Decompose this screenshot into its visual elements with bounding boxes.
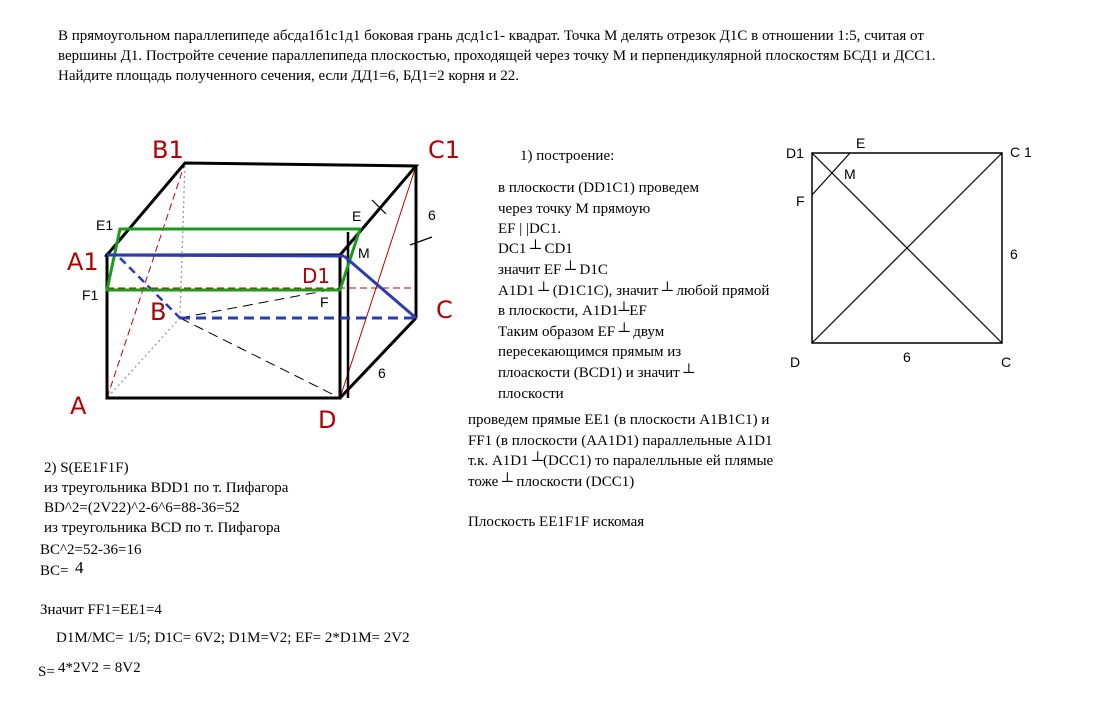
vertex-label-B: B — [150, 298, 167, 326]
segment-EF — [811, 152, 851, 196]
solution-line: 2) S(EE1F1F) — [44, 460, 129, 476]
parallelepiped-diagram — [103, 161, 433, 400]
line-A1M-blue — [106, 253, 345, 258]
construction-line: в плоскости, A1D1┴EF — [498, 303, 647, 319]
problem-statement: В прямоугольном параллепипеде абсда1б1с1… — [58, 26, 1108, 86]
square-label-E: E — [856, 135, 866, 151]
point-label-E: E — [352, 208, 362, 224]
construction-line: т.к. A1D1 ┴(DCC1) то паралелльные ей пля… — [468, 453, 774, 469]
vertex-label-D: D — [318, 406, 337, 434]
problem-line: Найдите площадь полученного сечения, есл… — [58, 68, 520, 84]
construction-line: в плоскости (DD1C1) проведем — [498, 180, 699, 196]
point-label-E1: E1 — [96, 217, 114, 233]
tick-mark — [409, 236, 433, 246]
solution-d1m: D1M/MC= 1/5; D1C= 6V2; D1M=V2; EF= 2*D1M… — [56, 630, 410, 646]
solution-ff1: Значит FF1=EE1=4 — [40, 602, 162, 618]
diagonal-AB1 — [106, 162, 186, 399]
square-diagram — [811, 152, 1003, 344]
line-A1B-blue — [119, 257, 181, 319]
vertex-label-B1: B1 — [152, 136, 184, 164]
hidden-edge-BB1 — [179, 162, 186, 319]
construction-line: DC1 ┴ CD1 — [498, 241, 573, 257]
line-MC-blue — [343, 254, 417, 320]
edge-length-label: 6 — [378, 365, 386, 381]
construction-line: A1D1 ┴ (D1C1C), значит ┴ любой прямой — [498, 283, 770, 299]
diagonal-DC1 — [339, 165, 417, 399]
construction-line: через точку М прямоую — [498, 201, 651, 217]
diagonal-D1C — [811, 152, 1003, 344]
construction-line: EF | |DC1. — [498, 221, 562, 237]
square-label-D1: D1 — [786, 145, 804, 161]
construction-conclusion: Плоскость EE1F1F искомая — [468, 514, 645, 530]
solution-bc2: BC^2=52-36=16 — [40, 542, 142, 558]
construction-line: FF1 (в плоскости (AA1D1) параллельные A1… — [468, 433, 773, 449]
edge-DC — [338, 316, 418, 400]
diagonal-BD — [179, 317, 341, 399]
construction-line: тоже ┴ плоскости (DCC1) — [468, 474, 635, 490]
point-label-F1: F1 — [82, 287, 99, 303]
solution-s-value: 4*2V2 = 8V2 — [58, 660, 141, 676]
solution-s-label: S= — [38, 664, 55, 680]
construction-line: проведем прямые EE1 (в плоскости A1B1C1)… — [468, 412, 770, 428]
construction-line: Таким образом EF ┴ двум — [498, 324, 665, 340]
vertex-label-D1: D1 — [302, 264, 331, 288]
solution-line: из треугольника BCD по т. Пифагора — [44, 520, 281, 536]
vertex-label-C1: C1 — [428, 136, 461, 164]
construction-line: плоскости — [498, 386, 564, 402]
construction-line: плоаскости (BCD1) и значит ┴ — [498, 365, 695, 381]
hidden-edge-AB — [106, 317, 181, 399]
square-label-C1: C 1 — [1010, 144, 1032, 160]
tick-mark — [371, 199, 387, 215]
solution-bc-label: BC= — [40, 563, 69, 579]
square-label-M: M — [844, 166, 856, 182]
diagonal-BD1 — [179, 287, 341, 319]
construction-line: значит EF ┴ D1C — [498, 262, 608, 278]
square-label-C: C — [1001, 354, 1012, 370]
vertex-label-C: C — [436, 296, 453, 324]
problem-line: В прямоугольном параллепипеде абсда1б1с1… — [58, 28, 924, 44]
vertex-label-A: A — [70, 392, 87, 420]
section-EE1F1F — [105, 227, 363, 292]
point-label-M: M — [358, 245, 370, 261]
top-face — [103, 161, 420, 257]
square-outline — [811, 152, 1003, 344]
point-label-F: F — [320, 294, 329, 310]
solution-line: из треугольника BDD1 по т. Пифагора — [44, 480, 289, 496]
problem-line: вершины Д1. Постройте сечение параллепип… — [58, 48, 936, 64]
solution-bc-value: 4 — [75, 558, 84, 577]
solution-line: BD^2=(2V22)^2-6^6=88-36=52 — [44, 500, 240, 516]
construction-heading: 1) построение: — [520, 148, 615, 164]
square-side-label: 6 — [903, 349, 911, 365]
edge-length-label: 6 — [428, 207, 436, 223]
square-label-F: F — [796, 193, 805, 209]
square-label-D: D — [790, 354, 801, 370]
square-side-label: 6 — [1010, 246, 1018, 262]
vertex-label-A1: A1 — [67, 248, 99, 276]
construction-line: пересекающимся прямым из — [498, 344, 682, 360]
